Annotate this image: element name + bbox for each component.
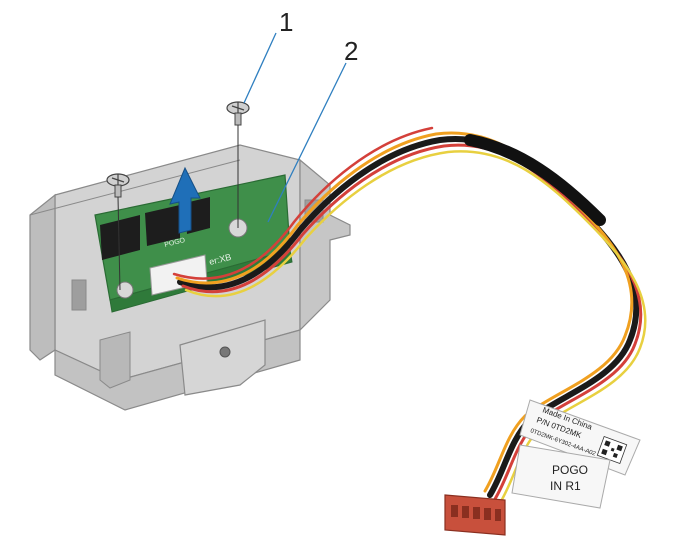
- callout-number-2: 2: [344, 36, 358, 66]
- connector-label: POGO IN R1: [511, 444, 611, 509]
- connector-label-line1: POGO: [552, 463, 588, 477]
- qr-code-icon: [596, 435, 628, 465]
- callout-number-1: 1: [279, 7, 293, 37]
- callout-1: 1: [243, 7, 293, 104]
- pogo-board: POGO er:XB: [94, 174, 293, 313]
- red-cable-connector: [444, 494, 506, 536]
- screw-icon: [226, 101, 250, 126]
- callout-2: 2: [267, 36, 358, 223]
- connector-label-line2: IN R1: [550, 479, 581, 493]
- screw-icon: [106, 173, 130, 198]
- lift-arrow-icon: [169, 166, 201, 234]
